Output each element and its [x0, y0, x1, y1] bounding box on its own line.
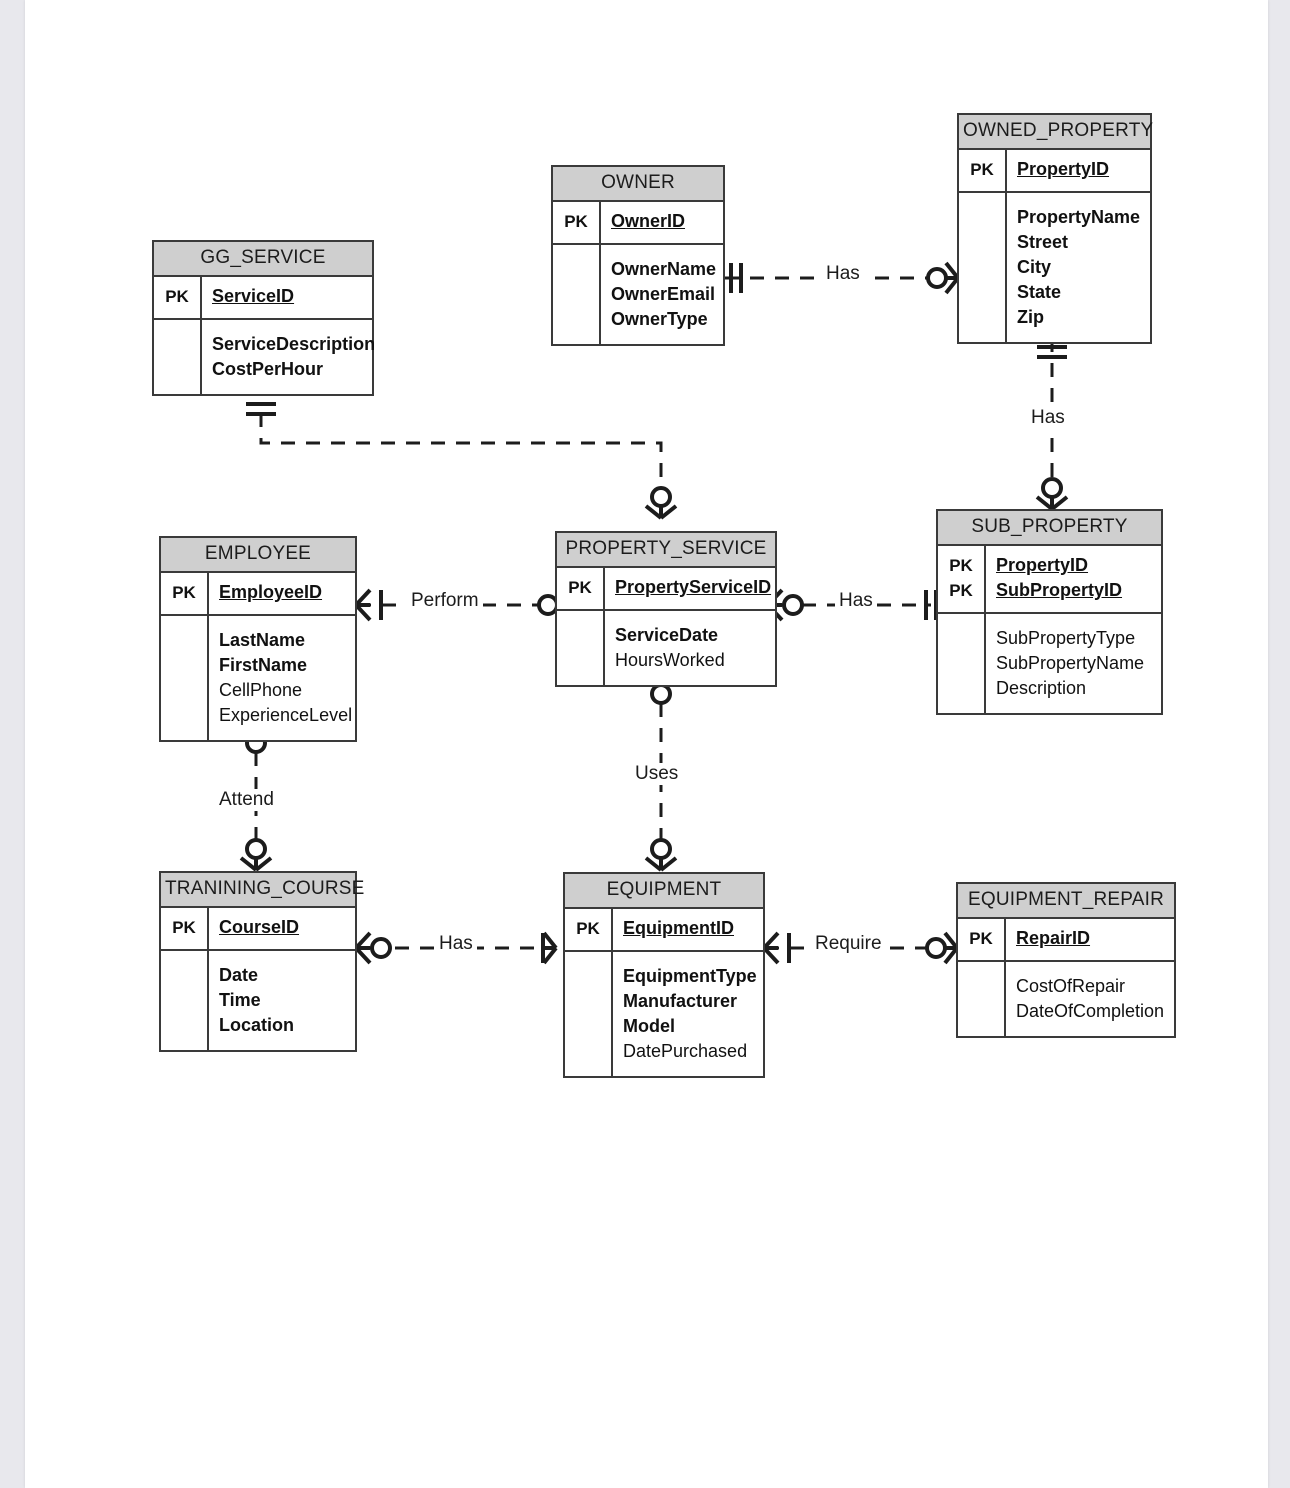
relationship-label-owner-has-property: Has — [822, 263, 864, 285]
attribute: FirstName — [219, 655, 308, 675]
attribute: State — [1017, 282, 1062, 302]
attribute: Description — [996, 678, 1087, 698]
key-label: PK — [949, 581, 973, 600]
entity-gg-service[interactable]: GG_SERVICE PK ServiceID ServiceDescripti… — [152, 240, 376, 396]
entity-equipment[interactable]: EQUIPMENT PK EquipmentID EquipmentType M… — [563, 872, 765, 1078]
entity-title: EQUIPMENT — [565, 874, 763, 909]
attribute: Model — [623, 1016, 675, 1036]
attribute: OwnerType — [611, 309, 708, 329]
attribute: PropertyName — [1017, 207, 1141, 227]
primary-key-attribute: PropertyID — [996, 555, 1089, 575]
primary-key-attribute: PropertyID — [1017, 159, 1110, 179]
attribute: CostPerHour — [212, 359, 324, 379]
primary-key-attribute: EmployeeID — [219, 582, 323, 602]
entity-title: SUB_PROPERTY — [938, 511, 1161, 546]
key-label: PK — [969, 929, 993, 948]
attribute: SubPropertyType — [996, 628, 1136, 648]
attribute: Date — [219, 965, 259, 985]
entity-equipment-repair[interactable]: EQUIPMENT_REPAIR PK RepairID CostOfRepai… — [956, 882, 1176, 1038]
relationship-label-property-has-subproperty: Has — [1027, 407, 1069, 429]
key-label: PK — [970, 160, 994, 179]
entity-employee[interactable]: EMPLOYEE PK EmployeeID LastName FirstNam… — [159, 536, 357, 742]
primary-key-attribute: RepairID — [1016, 928, 1091, 948]
attribute: City — [1017, 257, 1052, 277]
entity-title: PROPERTY_SERVICE — [557, 533, 775, 568]
key-label: PK — [568, 578, 592, 597]
attribute: CellPhone — [219, 680, 303, 700]
entity-title: EQUIPMENT_REPAIR — [958, 884, 1174, 919]
attribute: Location — [219, 1015, 294, 1035]
diagram-page: OWNED_PROPERTY : y=278 --> SUB_PROPERTY … — [25, 0, 1268, 1488]
attribute: Manufacturer — [623, 991, 738, 1011]
primary-key-attribute: ServiceID — [212, 286, 295, 306]
attribute: DatePurchased — [623, 1041, 748, 1061]
primary-key-attribute: PropertyServiceID — [615, 577, 772, 597]
entity-title: OWNED_PROPERTY — [959, 115, 1153, 150]
primary-key-attribute: EquipmentID — [623, 918, 734, 938]
attribute: OwnerName — [611, 259, 717, 279]
attribute: Street — [1017, 232, 1069, 252]
key-label: PK — [576, 919, 600, 938]
key-label: PK — [165, 287, 189, 306]
attribute: ExperienceLevel — [219, 705, 353, 725]
attribute: SubPropertyName — [996, 653, 1145, 673]
primary-key-attribute: OwnerID — [611, 211, 686, 231]
relationship-label-propertyservice-has-subproperty: Has — [835, 590, 877, 612]
attribute: OwnerEmail — [611, 284, 716, 304]
entity-owner[interactable]: OWNER PK OwnerID OwnerName OwnerEmail Ow — [551, 165, 725, 346]
entity-training-course[interactable]: TRANINING_COURSE PK CourseID Date Time L — [159, 871, 364, 1052]
er-diagram-canvas: OWNED_PROPERTY : y=278 --> SUB_PROPERTY … — [25, 0, 1268, 1488]
key-label: PK — [172, 918, 196, 937]
entity-title: EMPLOYEE — [161, 538, 355, 573]
connector-gg-service-property-service — [246, 402, 678, 520]
attribute: Zip — [1017, 307, 1044, 327]
attribute: EquipmentType — [623, 966, 757, 986]
entity-title: TRANINING_COURSE — [161, 873, 364, 908]
key-label: PK — [949, 556, 973, 575]
primary-key-attribute: SubPropertyID — [996, 580, 1123, 600]
attribute: ServiceDescription — [212, 334, 376, 354]
primary-key-attribute: CourseID — [219, 917, 300, 937]
attribute: LastName — [219, 630, 306, 650]
entity-owned-property[interactable]: OWNED_PROPERTY PK PropertyID PropertyNam… — [957, 113, 1153, 344]
relationship-label-uses: Uses — [631, 763, 683, 785]
attribute: Time — [219, 990, 261, 1010]
entity-property-service[interactable]: PROPERTY_SERVICE PK PropertyServiceID Se… — [555, 531, 777, 687]
entity-title: OWNER — [553, 167, 723, 202]
attribute: ServiceDate — [615, 625, 719, 645]
relationship-label-attend: Attend — [215, 789, 278, 811]
relationship-label-require: Require — [811, 933, 886, 955]
entity-title: GG_SERVICE — [154, 242, 372, 277]
key-label: PK — [172, 583, 196, 602]
key-label: PK — [564, 212, 588, 231]
attribute: CostOfRepair — [1016, 976, 1126, 996]
entity-sub-property[interactable]: SUB_PROPERTY PK PK PropertyID SubPropert… — [936, 509, 1163, 715]
attribute: DateOfCompletion — [1016, 1001, 1165, 1021]
relationship-label-perform: Perform — [407, 590, 483, 612]
attribute: HoursWorked — [615, 650, 725, 670]
relationship-label-course-has-equipment: Has — [435, 933, 477, 955]
